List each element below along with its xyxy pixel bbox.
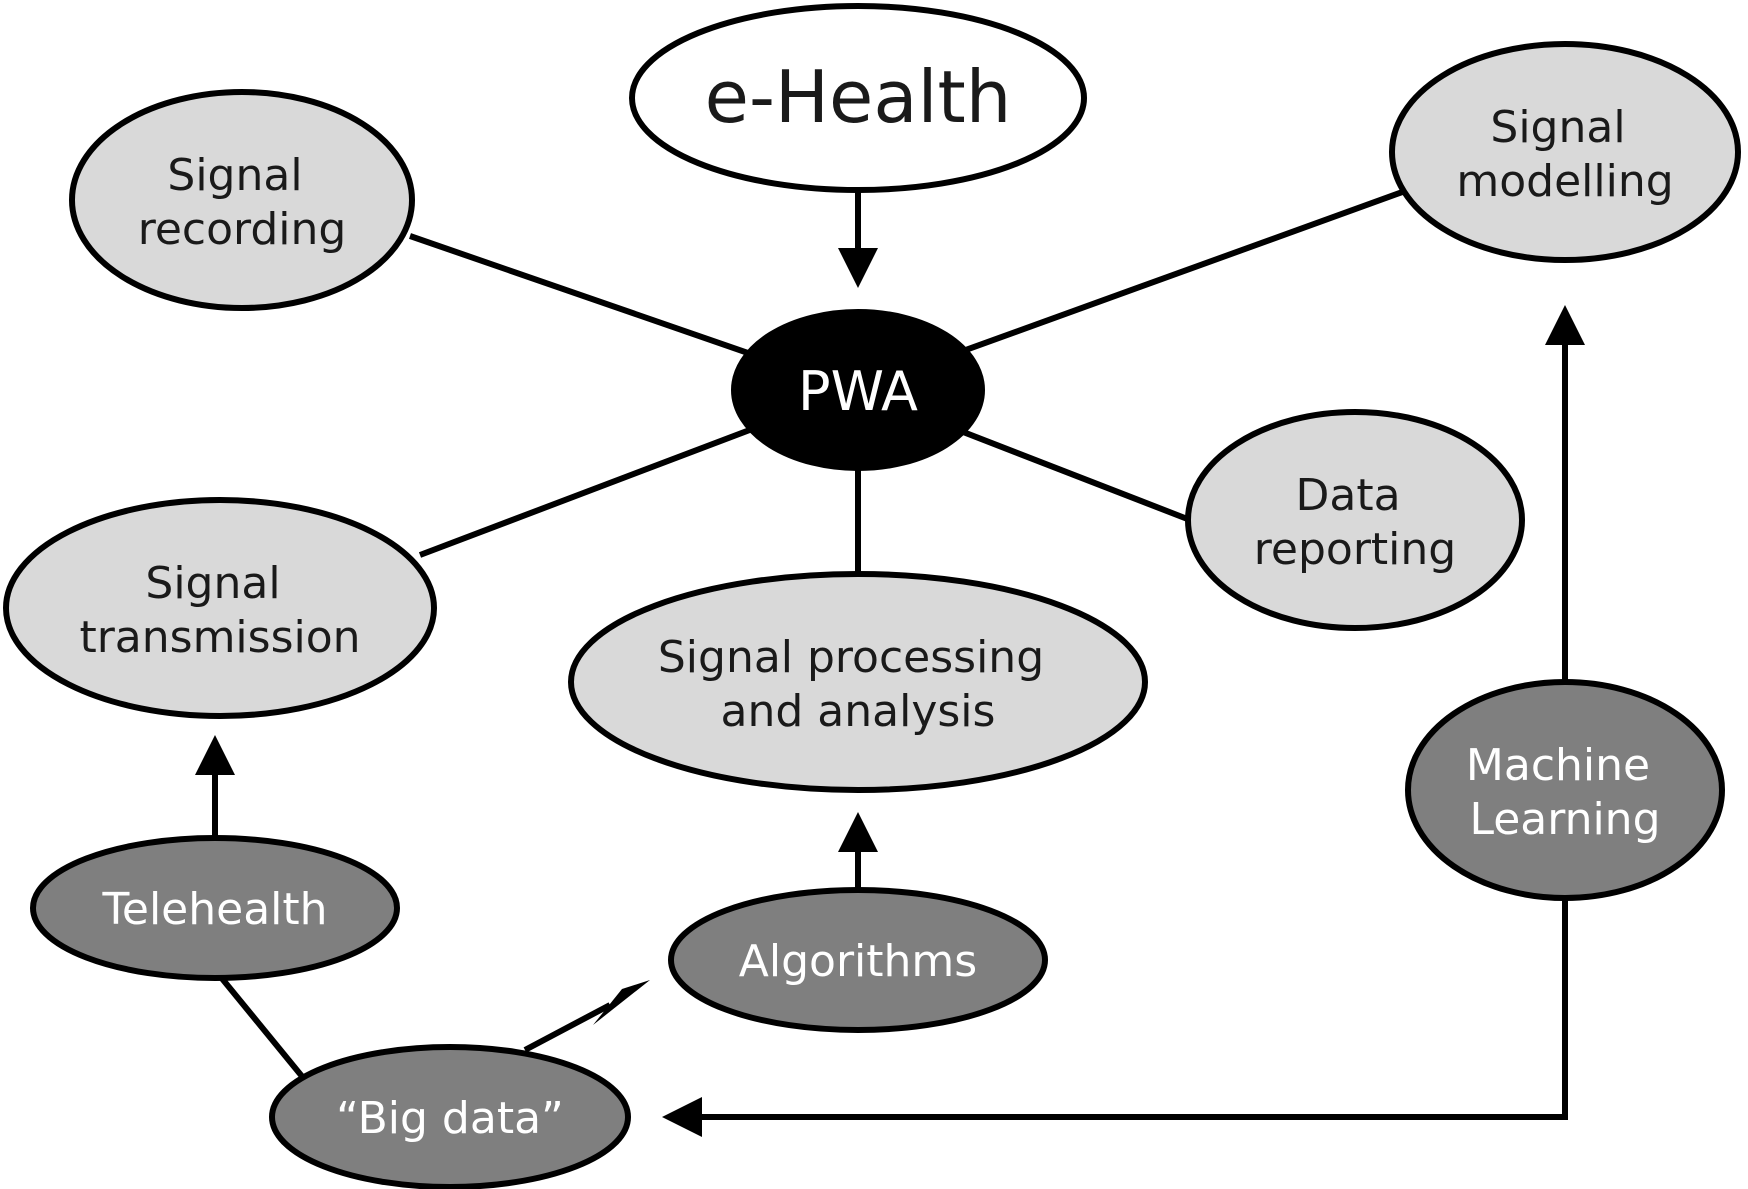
- algorithms-label: Algorithms: [739, 936, 977, 987]
- arrowhead-diag-algorithms: [593, 980, 650, 1025]
- signal-processing-label: Signal processing and analysis: [658, 632, 1058, 737]
- connector-telehealth-big-data: [212, 968, 308, 1082]
- node-signal-modelling[interactable]: Signal modelling: [1389, 41, 1741, 263]
- big-data-label: “Big data”: [336, 1093, 564, 1144]
- arrows: [212, 188, 1568, 1120]
- arrowhead-down-pwa: [838, 248, 878, 288]
- telehealth-label: Telehealth: [101, 884, 327, 935]
- arrowheads: [195, 248, 1585, 1137]
- arrow-machine-learning-to-big-data: [700, 900, 1568, 1120]
- node-signal-recording[interactable]: Signal recording: [69, 89, 415, 311]
- arrowhead-up-signal-processing: [838, 812, 878, 852]
- data-reporting-label: Data reporting: [1254, 470, 1456, 575]
- node-e-health[interactable]: e-Health: [629, 3, 1087, 193]
- signal-modelling-label: Signal modelling: [1456, 102, 1673, 207]
- arrowhead-left-big-data: [662, 1097, 702, 1137]
- signal-transmission-label: Signal transmission: [79, 558, 360, 663]
- node-big-data[interactable]: “Big data”: [269, 1044, 631, 1189]
- node-machine-learning[interactable]: Machine Learning: [1405, 679, 1725, 901]
- pwa-label: PWA: [798, 360, 918, 423]
- machine-learning-label: Machine Learning: [1466, 740, 1664, 845]
- node-pwa[interactable]: PWA: [731, 309, 985, 471]
- signal-recording-label: Signal recording: [138, 150, 347, 255]
- e-health-label: e-Health: [705, 55, 1012, 139]
- arrowhead-up-signal-transmission: [195, 735, 235, 775]
- arrow-big-data-to-algorithms: [523, 1002, 612, 1053]
- arrowhead-up-signal-modelling: [1545, 305, 1585, 345]
- node-signal-transmission[interactable]: Signal transmission: [3, 497, 437, 719]
- node-telehealth[interactable]: Telehealth: [30, 835, 400, 981]
- node-signal-processing[interactable]: Signal processing and analysis: [568, 571, 1148, 793]
- node-data-reporting[interactable]: Data reporting: [1185, 409, 1525, 631]
- node-algorithms[interactable]: Algorithms: [668, 887, 1048, 1033]
